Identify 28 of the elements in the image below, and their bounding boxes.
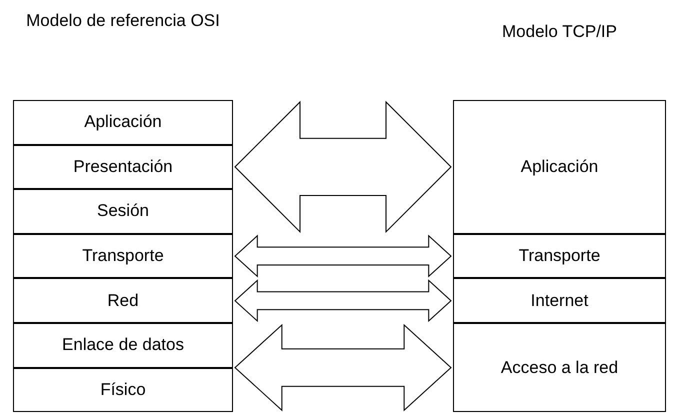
double-arrow: [234, 324, 452, 412]
layer-name: Físico: [100, 380, 146, 400]
double-arrow: [234, 279, 452, 322]
layer-name: Enlace de datos: [62, 335, 184, 356]
layer-name: Aplicación: [520, 156, 598, 177]
double-arrow: [234, 234, 452, 278]
layer-box: [13, 323, 233, 368]
layer-name: Transporte: [518, 246, 600, 266]
layer-box: [453, 323, 666, 412]
layer-name: Sesión: [97, 201, 149, 222]
layer-box: [13, 234, 233, 278]
layer-box: [453, 234, 666, 278]
layer-name: Acceso a la red: [500, 358, 618, 378]
layer-name: Aplicación: [84, 112, 162, 132]
layer-box: [13, 100, 233, 145]
layer-name: Red: [107, 290, 139, 311]
layer-name: Presentación: [73, 156, 173, 177]
layer-box: [13, 368, 233, 412]
layer-box: [13, 144, 233, 190]
layer-box: [13, 189, 233, 234]
layer-box: [453, 100, 666, 234]
column-heading: Modelo TCP/IP: [501, 21, 618, 43]
double-arrow: [234, 100, 452, 233]
layer-box: [453, 278, 666, 323]
layer-name: Internet: [530, 290, 588, 311]
layer-name: Transporte: [82, 246, 164, 266]
column-heading: Modelo de referencia OSI: [25, 10, 221, 32]
layer-box: [13, 278, 233, 323]
